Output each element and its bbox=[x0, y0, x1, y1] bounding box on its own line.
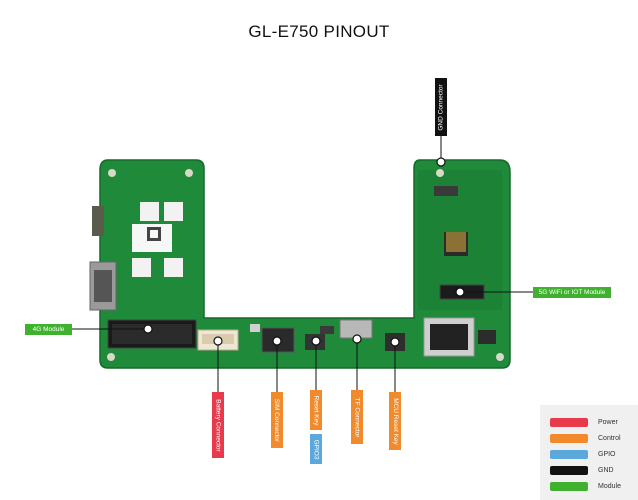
legend-item-module: Module bbox=[550, 481, 621, 491]
legend-label: Power bbox=[598, 418, 618, 426]
wifi-module-point bbox=[455, 287, 465, 297]
mounting-hole bbox=[496, 353, 504, 361]
reset-point bbox=[311, 336, 321, 346]
legend-item-gnd: GND bbox=[550, 465, 614, 475]
sim-connector-text: SIM Connector bbox=[273, 398, 281, 442]
page-title: GL-E750 PINOUT bbox=[248, 22, 390, 41]
mounting-hole bbox=[108, 169, 116, 177]
wifi-module-text: 5G WiFi or IOT Module bbox=[538, 289, 606, 296]
pad bbox=[164, 202, 183, 221]
legend-item-control: Control bbox=[550, 433, 621, 443]
gnd-connector-text: GND Connector bbox=[437, 83, 445, 131]
tf-connector-label: TF Connector bbox=[351, 390, 363, 444]
pad bbox=[140, 202, 159, 221]
4g-module-label: 4G Module bbox=[25, 324, 72, 335]
battery-point bbox=[213, 336, 223, 346]
legend-swatch bbox=[550, 433, 588, 443]
wifi-module-label: 5G WiFi or IOT Module bbox=[533, 287, 611, 298]
4g-module-point bbox=[143, 324, 153, 334]
mcu-reset-point bbox=[390, 337, 400, 347]
side-connector bbox=[92, 206, 104, 236]
legend-label: Module bbox=[598, 482, 621, 490]
legend-swatch bbox=[550, 449, 588, 459]
reset-key-text: Reset Key bbox=[312, 395, 320, 425]
gpio3-label: GPIO3 bbox=[310, 434, 322, 464]
battery-connector-text: Battery Connector bbox=[214, 398, 222, 452]
pad bbox=[132, 258, 151, 277]
tf-connector-text: TF Connector bbox=[353, 397, 361, 437]
pad bbox=[164, 258, 183, 277]
mounting-hole bbox=[185, 169, 193, 177]
gpio3-text: GPIO3 bbox=[312, 439, 320, 459]
legend-swatch bbox=[550, 417, 588, 427]
4g-module-text: 4G Module bbox=[32, 326, 65, 333]
mounting-hole bbox=[436, 169, 444, 177]
battery-connector-label: Battery Connector bbox=[212, 392, 224, 458]
smd-part bbox=[434, 186, 458, 196]
reset-key-label: Reset Key bbox=[310, 390, 322, 430]
mcu-reset-key-text: MCU Reset Key bbox=[391, 397, 399, 445]
legend-swatch bbox=[550, 481, 588, 491]
legend-label: Control bbox=[598, 434, 621, 442]
mcu-reset-key-label: MCU Reset Key bbox=[389, 392, 401, 450]
sim-point bbox=[272, 336, 282, 346]
gnd-connector-label: GND Connector bbox=[435, 78, 447, 136]
legend-label: GPIO bbox=[598, 450, 616, 458]
mounting-hole bbox=[107, 353, 115, 361]
legend-item-gpio: GPIO bbox=[550, 449, 616, 459]
legend-label: GND bbox=[598, 466, 614, 474]
sim-connector-label: SIM Connector bbox=[271, 392, 283, 448]
legend: Power Control GPIO GND Module bbox=[540, 405, 638, 500]
pcb-board bbox=[99, 159, 511, 369]
tf-point bbox=[352, 334, 362, 344]
gnd-connector-point bbox=[436, 157, 446, 167]
legend-swatch bbox=[550, 465, 588, 475]
legend-item-power: Power bbox=[550, 417, 618, 427]
